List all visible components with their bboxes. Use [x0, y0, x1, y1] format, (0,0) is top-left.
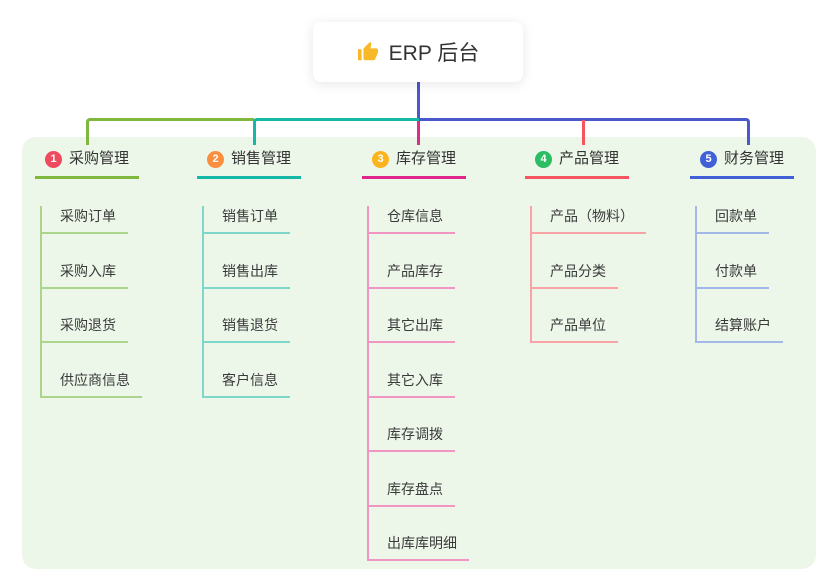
connector-root-drop: [417, 82, 420, 118]
branch-number-badge: 3: [372, 150, 389, 168]
child-label: 结算账户: [715, 317, 771, 333]
branch-header[interactable]: 2 销售管理: [197, 148, 302, 179]
child-node[interactable]: 其它入库: [369, 370, 455, 398]
child-node[interactable]: 产品单位: [532, 315, 618, 343]
branch-number-badge: 5: [700, 150, 717, 168]
child-node[interactable]: 付款单: [697, 261, 769, 289]
child-node[interactable]: 结算账户: [697, 315, 783, 343]
branch-4: 4 产品管理 产品（物料） 产品分类产品单位: [525, 148, 646, 343]
child-label: 产品分类: [550, 262, 606, 279]
child-label: 回款单: [715, 208, 757, 224]
child-label: 采购订单: [60, 208, 116, 224]
child-node[interactable]: 产品库存: [369, 261, 455, 289]
branch-3: 3 库存管理 仓库信息产品库存其它出库其它入库库存调拨库存盘点出库库明细: [362, 148, 469, 561]
branch-children: 仓库信息产品库存其它出库其它入库库存调拨库存盘点出库库明细: [367, 206, 469, 561]
child-node[interactable]: 其它出库: [369, 315, 455, 343]
child-label: 销售订单: [222, 208, 278, 224]
child-label: 库存盘点: [387, 480, 443, 497]
child-node[interactable]: 客户信息: [204, 370, 290, 398]
child-label: 供应商信息: [60, 371, 130, 388]
child-node[interactable]: 采购订单: [42, 206, 128, 234]
child-node[interactable]: 采购退货: [42, 315, 128, 343]
child-label: 产品单位: [550, 317, 606, 333]
connector-rail-indigo: [419, 118, 750, 145]
branch-label: 采购管理: [69, 150, 130, 167]
child-node[interactable]: 采购入库: [42, 261, 128, 289]
branch-children: 回款单付款单结算账户: [695, 206, 794, 343]
child-node[interactable]: 销售退货: [204, 315, 290, 343]
thumbs-up-icon: [357, 41, 378, 61]
branches-panel: [22, 137, 816, 569]
branch-label: 财务管理: [724, 150, 785, 167]
connector-drop-red: [582, 120, 585, 145]
child-node[interactable]: 产品分类: [532, 261, 618, 289]
branch-2: 2 销售管理 销售订单销售出库销售退货客户信息: [197, 148, 302, 398]
child-node[interactable]: 产品（物料）: [532, 206, 646, 234]
branch-number-badge: 1: [45, 150, 62, 168]
child-label: 采购退货: [60, 317, 116, 333]
root-label: ERP 后台: [388, 42, 480, 65]
branch-label: 销售管理: [231, 150, 292, 167]
branch-header[interactable]: 5 财务管理: [690, 148, 795, 179]
branch-label: 库存管理: [396, 150, 457, 167]
child-label: 其它出库: [387, 317, 443, 333]
branch-header[interactable]: 1 采购管理: [35, 148, 140, 179]
branch-header[interactable]: 4 产品管理: [525, 148, 630, 179]
child-label: 产品（物料）: [550, 208, 634, 224]
child-node[interactable]: 仓库信息: [369, 206, 455, 234]
child-label: 客户信息: [222, 371, 278, 388]
child-node[interactable]: 出库库明细: [369, 533, 469, 561]
branch-1: 1 采购管理 采购订单采购入库采购退货供应商信息: [35, 148, 142, 398]
child-label: 付款单: [715, 262, 757, 279]
child-node[interactable]: 库存盘点: [369, 479, 455, 507]
child-label: 库存调拨: [387, 426, 443, 442]
branch-label: 产品管理: [559, 150, 620, 167]
branch-header[interactable]: 3 库存管理: [362, 148, 467, 179]
child-label: 销售出库: [222, 262, 278, 279]
child-label: 销售退货: [222, 317, 278, 333]
branch-children: 采购订单采购入库采购退货供应商信息: [40, 206, 142, 398]
connector-rail-green: [86, 118, 254, 145]
child-label: 出库库明细: [387, 535, 457, 551]
connector-rail-teal: [253, 118, 420, 145]
child-label: 采购入库: [60, 262, 116, 279]
child-node[interactable]: 销售订单: [204, 206, 290, 234]
child-label: 产品库存: [387, 262, 443, 279]
child-node[interactable]: 回款单: [697, 206, 769, 234]
child-label: 其它入库: [387, 371, 443, 388]
branch-children: 产品（物料） 产品分类产品单位: [530, 206, 646, 343]
branch-number-badge: 2: [207, 150, 224, 168]
branch-number-badge: 4: [535, 150, 552, 168]
child-node[interactable]: 销售出库: [204, 261, 290, 289]
child-label: 仓库信息: [387, 208, 443, 224]
branch-5: 5 财务管理 回款单付款单结算账户: [690, 148, 795, 343]
branch-children: 销售订单销售出库销售退货客户信息: [202, 206, 301, 398]
root-node[interactable]: ERP 后台: [313, 22, 523, 82]
child-node[interactable]: 库存调拨: [369, 424, 455, 452]
connector-drop-magenta: [417, 121, 420, 145]
child-node[interactable]: 供应商信息: [42, 370, 142, 398]
